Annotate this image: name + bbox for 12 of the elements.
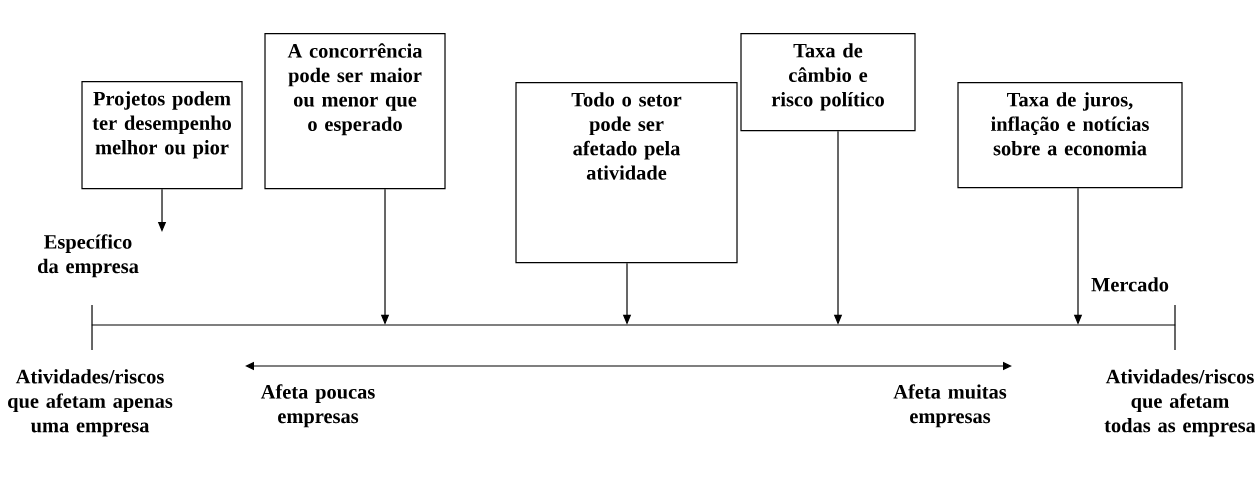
text-box: A concorrência pode ser maior ou menor que o esperado — [264, 33, 446, 190]
axis-label: Afeta muitas empresas — [893, 384, 1007, 428]
text-box: Projetos podem ter desempenho melhor ou pior — [81, 81, 243, 190]
timeline-axis — [91, 324, 1176, 326]
text-box: Todo o setor pode ser afetado pela atividade — [515, 82, 738, 264]
axis-label: Afeta poucas empresas — [260, 384, 375, 428]
endpoint-label: Específico da empresa — [37, 234, 139, 278]
axis-label: Mercado — [1091, 277, 1169, 292]
text-box: Taxa de câmbio e risco político — [740, 33, 916, 132]
axis-label: Atividades/riscos que afetam apenas uma empresa — [8, 369, 173, 437]
axis-label: Atividades/riscos que afetam todas as empresa — [1104, 369, 1255, 437]
text-box: Taxa de juros, inflação e notícias sobre a economia — [957, 82, 1183, 189]
